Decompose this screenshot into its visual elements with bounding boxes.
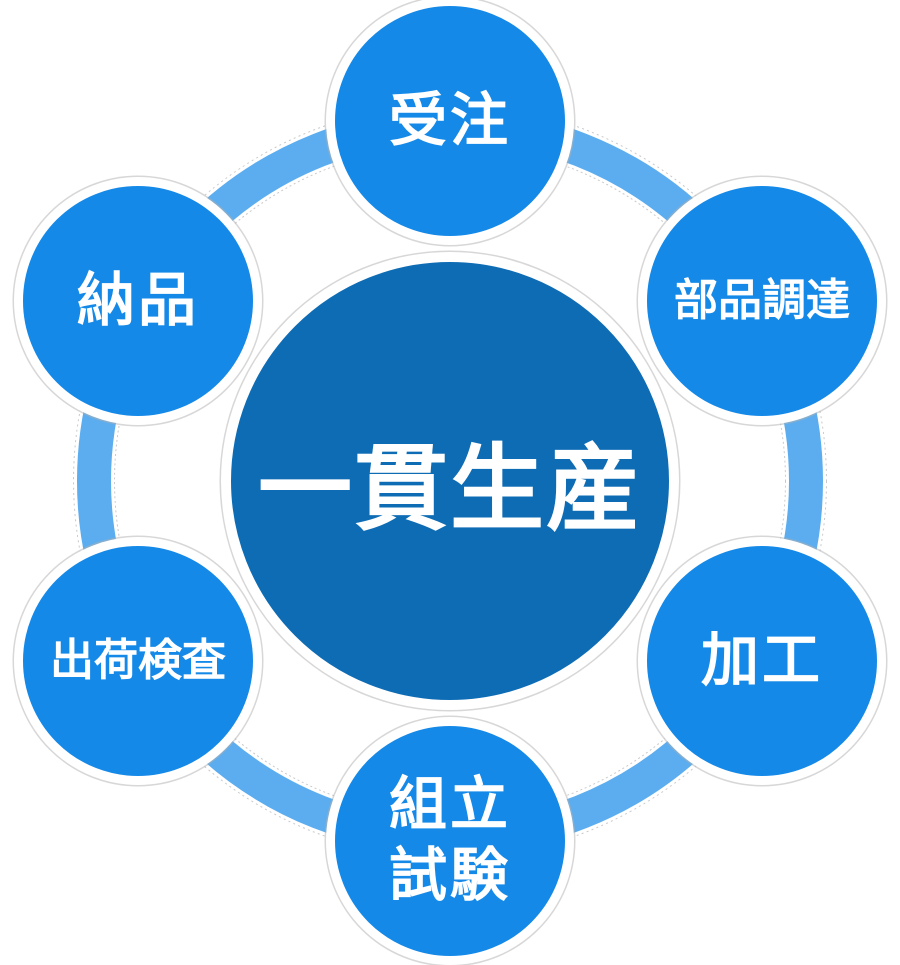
node-machining: 加工 xyxy=(638,537,886,785)
node-parts-procurement: 部品調達 xyxy=(638,177,886,425)
center-node-label: 一貫生産 xyxy=(257,436,642,541)
node-order-label: 受注 xyxy=(388,87,511,153)
node-parts-procurement-label: 部品調達 xyxy=(674,276,850,326)
node-shipping-inspection-label: 出荷検査 xyxy=(50,636,226,686)
node-assembly-testing-label: 組立 試験 xyxy=(388,772,511,908)
node-delivery-label: 納品 xyxy=(76,267,199,333)
node-order: 受注 xyxy=(326,0,574,245)
node-machining-label: 加工 xyxy=(700,627,823,693)
center-node: 一貫生産 xyxy=(221,252,679,710)
node-assembly-testing: 組立 試験 xyxy=(326,717,574,965)
node-delivery: 納品 xyxy=(14,177,262,425)
node-shipping-inspection: 出荷検査 xyxy=(14,537,262,785)
